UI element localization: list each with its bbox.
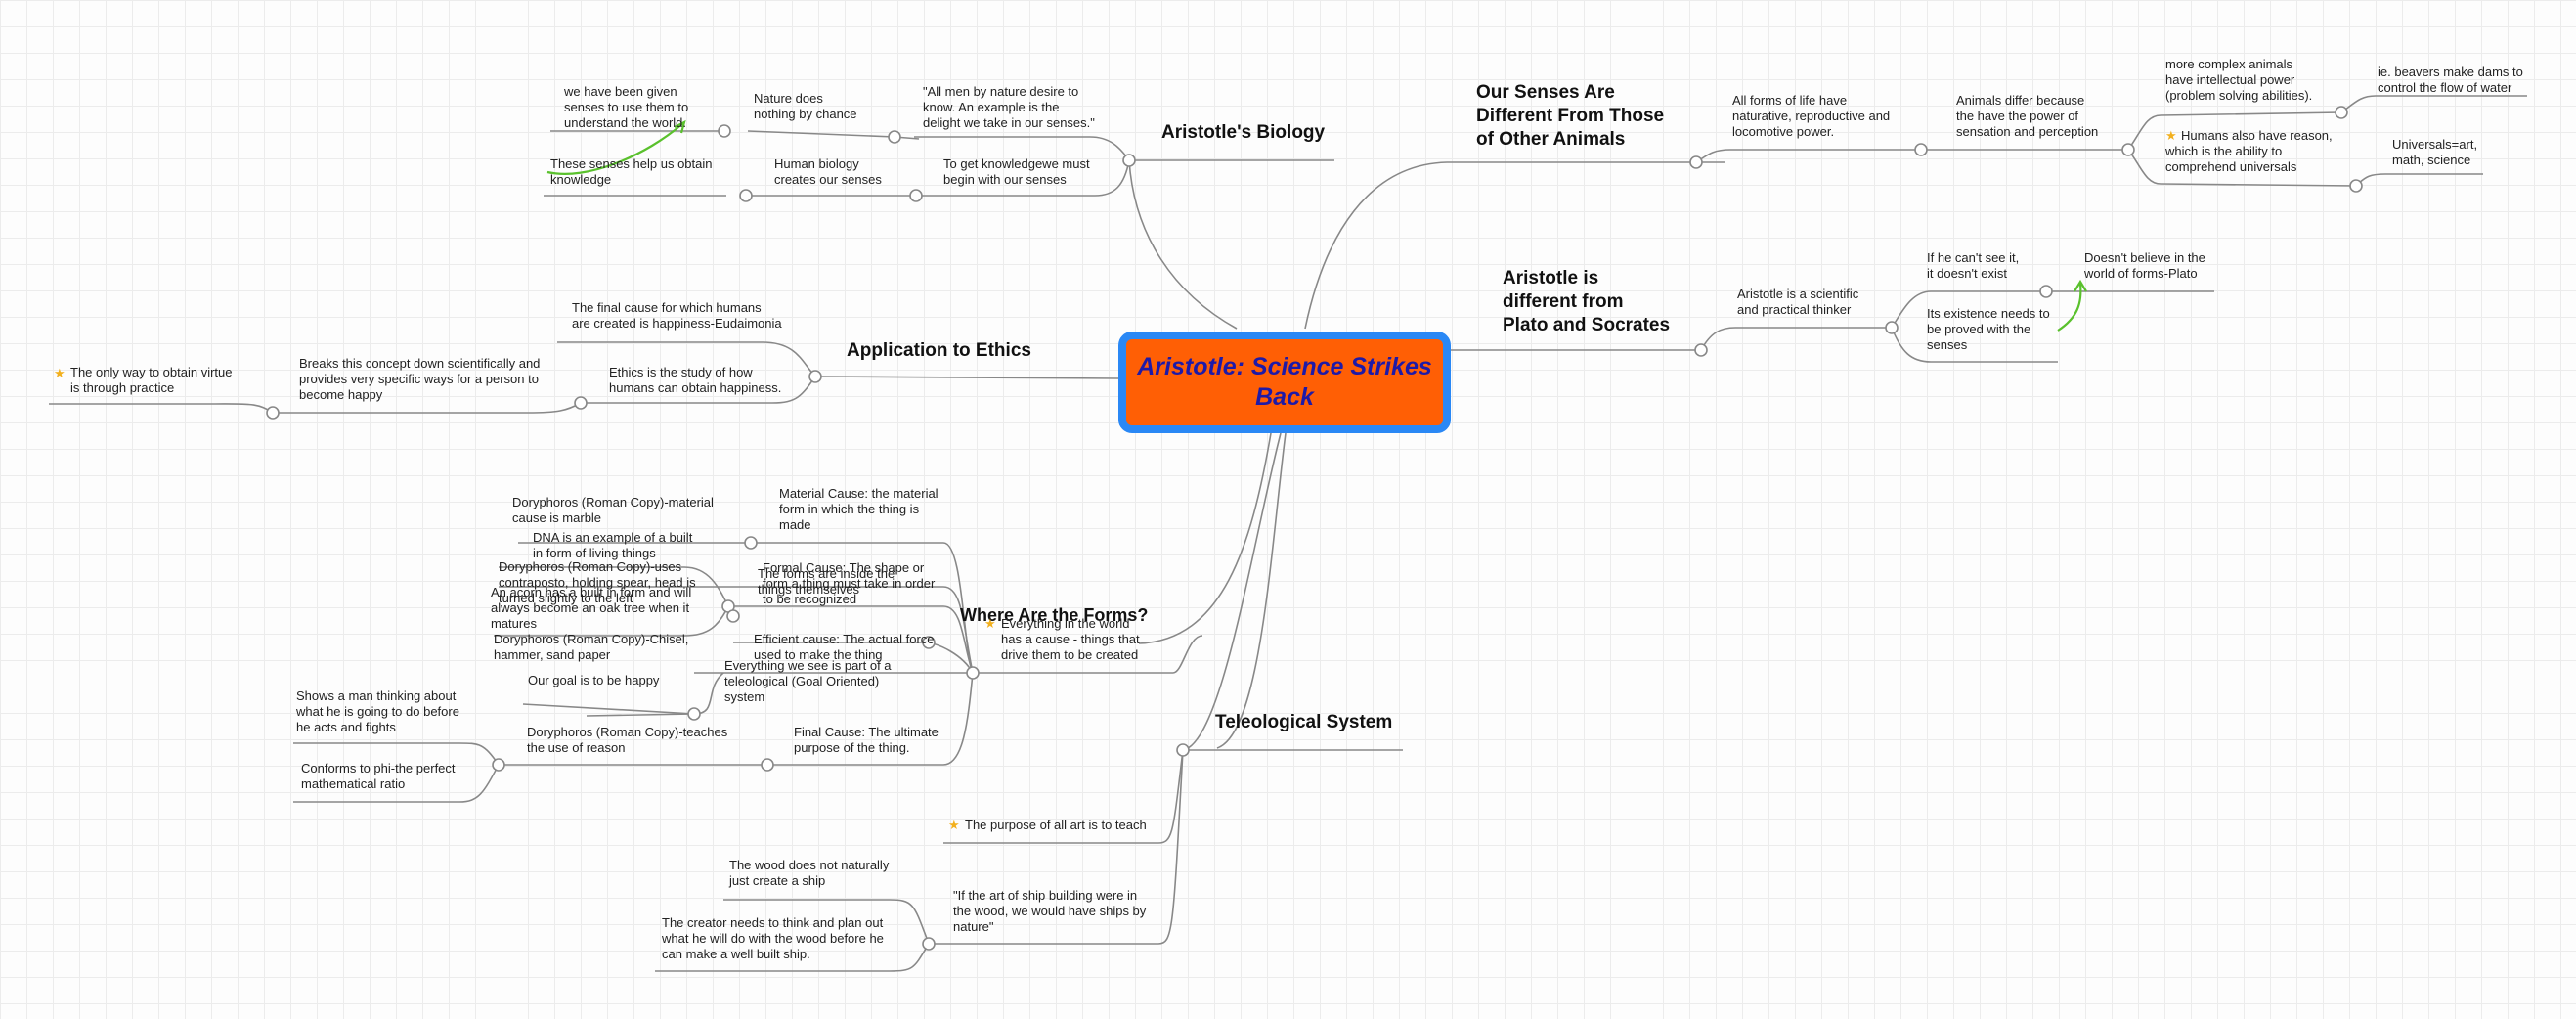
ethics-breaks[interactable]: Breaks this concept down scientifically … xyxy=(299,356,541,402)
senses-beavers[interactable]: ie. beavers make dams to control the flo… xyxy=(2378,65,2523,95)
different-scientific[interactable]: Aristotle is a scientific and practical … xyxy=(1737,287,1859,317)
teleological-ship-quote[interactable]: "If the art of ship building were in the… xyxy=(953,888,1147,934)
teleological-purpose-art[interactable]: The purpose of all art is to teach xyxy=(965,818,1147,832)
senses-all-forms[interactable]: All forms of life have naturative, repro… xyxy=(1732,93,1891,139)
forms-everything-cause[interactable]: Everything in the world has a cause - th… xyxy=(1001,616,1140,662)
ethics-study[interactable]: Ethics is the study of how humans can ob… xyxy=(609,365,782,395)
link-root-forms xyxy=(1138,432,1272,644)
link-root-teleo2 xyxy=(1216,432,1287,749)
senses-universals[interactable]: Universals=art, math, science xyxy=(2392,137,2478,167)
biology-nature-chance[interactable]: Nature does nothing by chance xyxy=(754,91,857,121)
root-title: Aristotle: Science Strikes Back xyxy=(1137,353,1432,411)
biology-given-senses[interactable]: we have been given senses to use them to… xyxy=(564,84,689,130)
ethics-only-way[interactable]: The only way to obtain virtue is through… xyxy=(70,365,233,395)
forms-goal-happy[interactable]: Our goal is to be happy xyxy=(528,673,660,687)
star-icon: ★ xyxy=(54,366,65,380)
teleological-creator[interactable]: The creator needs to think and plan out … xyxy=(662,915,884,961)
different-cant-see[interactable]: If he can't see it, it doesn't exist xyxy=(1927,250,2020,281)
forms-material[interactable]: Material Cause: the material form in whi… xyxy=(779,486,939,532)
star-icon: ★ xyxy=(984,616,996,631)
forms-material-ex[interactable]: Doryphoros (Roman Copy)-material cause i… xyxy=(512,495,714,525)
link-root-ethics xyxy=(814,376,1119,379)
forms-contrapposto[interactable]: Doryphoros (Roman Copy)-uses contraposto… xyxy=(499,559,696,605)
forms-formal[interactable]: Formal Cause: The shape or form a thing … xyxy=(763,560,936,606)
ethics-final-cause[interactable]: The final cause for which humans are cre… xyxy=(572,300,782,331)
senses-reason[interactable]: Humans also have reason, which is the ab… xyxy=(2165,128,2333,174)
different-title[interactable]: Aristotle is different from Plato and So… xyxy=(1503,268,1671,335)
link-root-senses xyxy=(1304,161,1448,330)
forms-inside[interactable]: The forms are inside the things themselv… xyxy=(758,566,895,597)
forms-phi[interactable]: Conforms to phi-the perfect mathematical… xyxy=(301,761,456,791)
senses-complex[interactable]: more complex animals have intellectual p… xyxy=(2165,57,2313,103)
forms-dna[interactable]: DNA is an example of a built in form of … xyxy=(533,530,693,560)
biology-get-knowledge[interactable]: To get knowledgewe must begin with our s… xyxy=(943,156,1090,187)
forms-acorn[interactable]: An acorn has a built in form and will al… xyxy=(491,585,692,631)
different-doesnt-believe[interactable]: Doesn't believe in the world of forms-Pl… xyxy=(2084,250,2205,281)
forms-everything-part[interactable]: Everything we see is part of a teleologi… xyxy=(724,658,892,704)
forms-final-ex[interactable]: Doryphoros (Roman Copy)-teaches the use … xyxy=(527,725,728,755)
green-arrow-different xyxy=(2057,283,2082,332)
green-arrow-biology xyxy=(546,121,685,175)
senses-title[interactable]: Our Senses Are Different From Those of O… xyxy=(1476,82,1665,150)
senses-animals-differ[interactable]: Animals differ because the have the powe… xyxy=(1956,93,2099,139)
forms-shows-man[interactable]: Shows a man thinking about what he is go… xyxy=(296,688,459,734)
forms-title[interactable]: Where Are the Forms? xyxy=(960,605,1149,625)
ethics-title[interactable]: Application to Ethics xyxy=(847,340,1031,361)
star-icon: ★ xyxy=(948,818,960,832)
teleological-wood[interactable]: The wood does not naturally just create … xyxy=(729,858,890,888)
biology-senses-help[interactable]: These senses help us obtain knowledge xyxy=(550,156,713,187)
link-root-biology xyxy=(1128,159,1238,330)
star-icon: ★ xyxy=(2165,128,2177,143)
different-proved[interactable]: Its existence needs to be proved with th… xyxy=(1927,306,2050,352)
teleological-title[interactable]: Teleological System xyxy=(1215,712,1393,732)
forms-efficient[interactable]: Efficient cause: The actual force used t… xyxy=(754,632,935,662)
forms-final[interactable]: Final Cause: The ultimate purpose of the… xyxy=(794,725,939,755)
biology-human-biology[interactable]: Human biology creates our senses xyxy=(774,156,882,187)
link-root-teleo xyxy=(1182,432,1282,751)
root-node[interactable]: Aristotle: Science Strikes Back xyxy=(1118,332,1451,433)
biology-title[interactable]: Aristotle's Biology xyxy=(1161,122,1326,143)
forms-efficient-ex[interactable]: Doryphoros (Roman Copy)-Chisel, hammer, … xyxy=(494,632,689,662)
biology-all-men[interactable]: "All men by nature desire to know. An ex… xyxy=(923,84,1095,130)
